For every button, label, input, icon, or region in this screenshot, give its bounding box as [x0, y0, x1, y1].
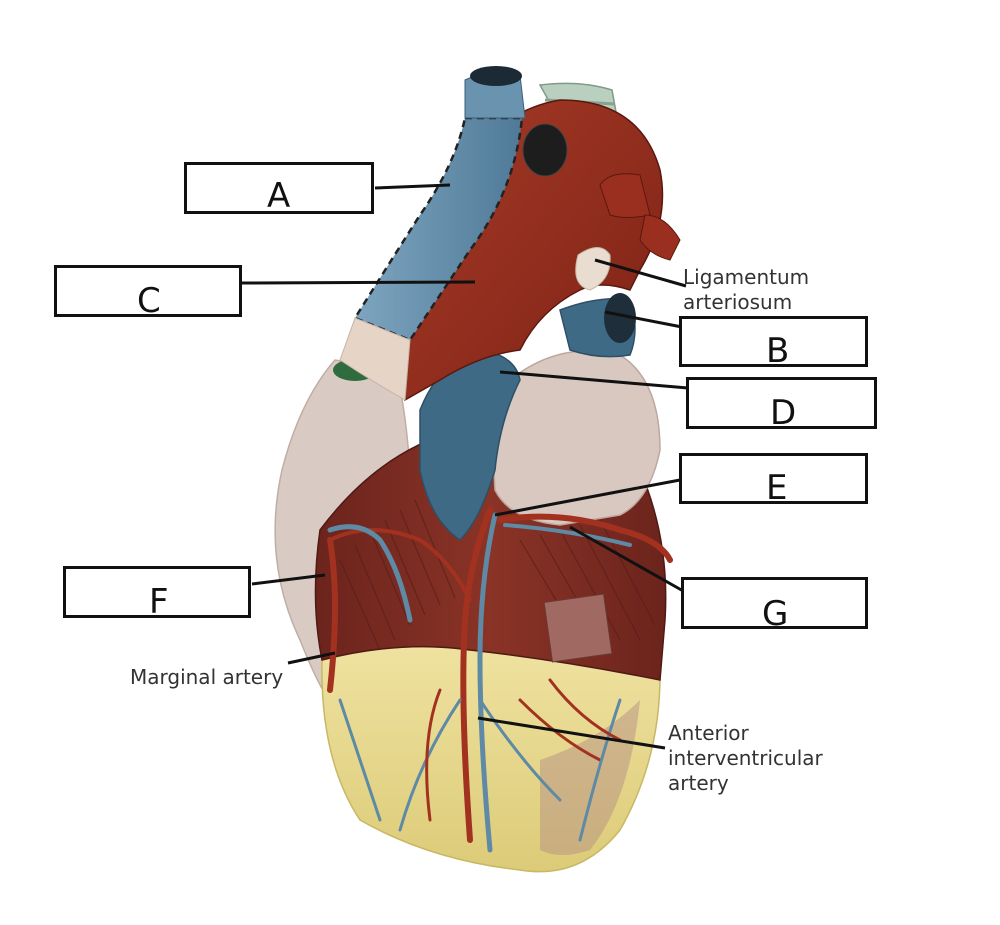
label-letter-c: C — [137, 281, 161, 321]
label-letter-a: A — [267, 176, 291, 216]
leader-lines — [241, 183, 689, 750]
anterior-line-3: artery — [668, 771, 729, 795]
label-letter-f: F — [149, 582, 169, 622]
label-box-b[interactable]: B — [679, 316, 868, 371]
ligamentum-line-2: arteriosum — [683, 290, 793, 314]
marginal-artery-label: Marginal artery — [130, 665, 284, 689]
anterior-line-1: Anterior — [668, 721, 749, 745]
label-box-c[interactable]: C — [54, 265, 242, 321]
label-box-d[interactable]: D — [686, 377, 877, 433]
svc-lumen — [470, 66, 522, 86]
ligamentum-line-1: Ligamentum — [683, 265, 810, 289]
ligamentum-arteriosum — [575, 247, 611, 291]
superior-vena-cava — [353, 116, 524, 342]
label-letter-e: E — [766, 468, 788, 508]
cut-window — [543, 593, 613, 663]
coronary-vessels — [327, 507, 673, 853]
right-atrium-top — [339, 317, 411, 401]
pulmonary-lumen — [604, 293, 636, 343]
aortic-branch-2 — [639, 214, 681, 261]
muscle-fibers — [339, 499, 656, 651]
label-box-g[interactable]: G — [681, 577, 868, 634]
azygos-opening — [522, 123, 568, 177]
label-letter-d: D — [770, 393, 797, 433]
ligamentum-arteriosum-label: Ligamentum arteriosum — [683, 265, 809, 315]
label-box-a[interactable]: A — [184, 162, 374, 216]
label-box-e[interactable]: E — [679, 453, 868, 508]
anterior-line-2: interventricular — [668, 746, 823, 770]
anterior-interventricular-label: Anterior interventricular artery — [668, 721, 823, 796]
label-letter-g: G — [762, 594, 789, 634]
label-box-f[interactable]: F — [63, 566, 251, 622]
label-letter-b: B — [766, 331, 790, 371]
